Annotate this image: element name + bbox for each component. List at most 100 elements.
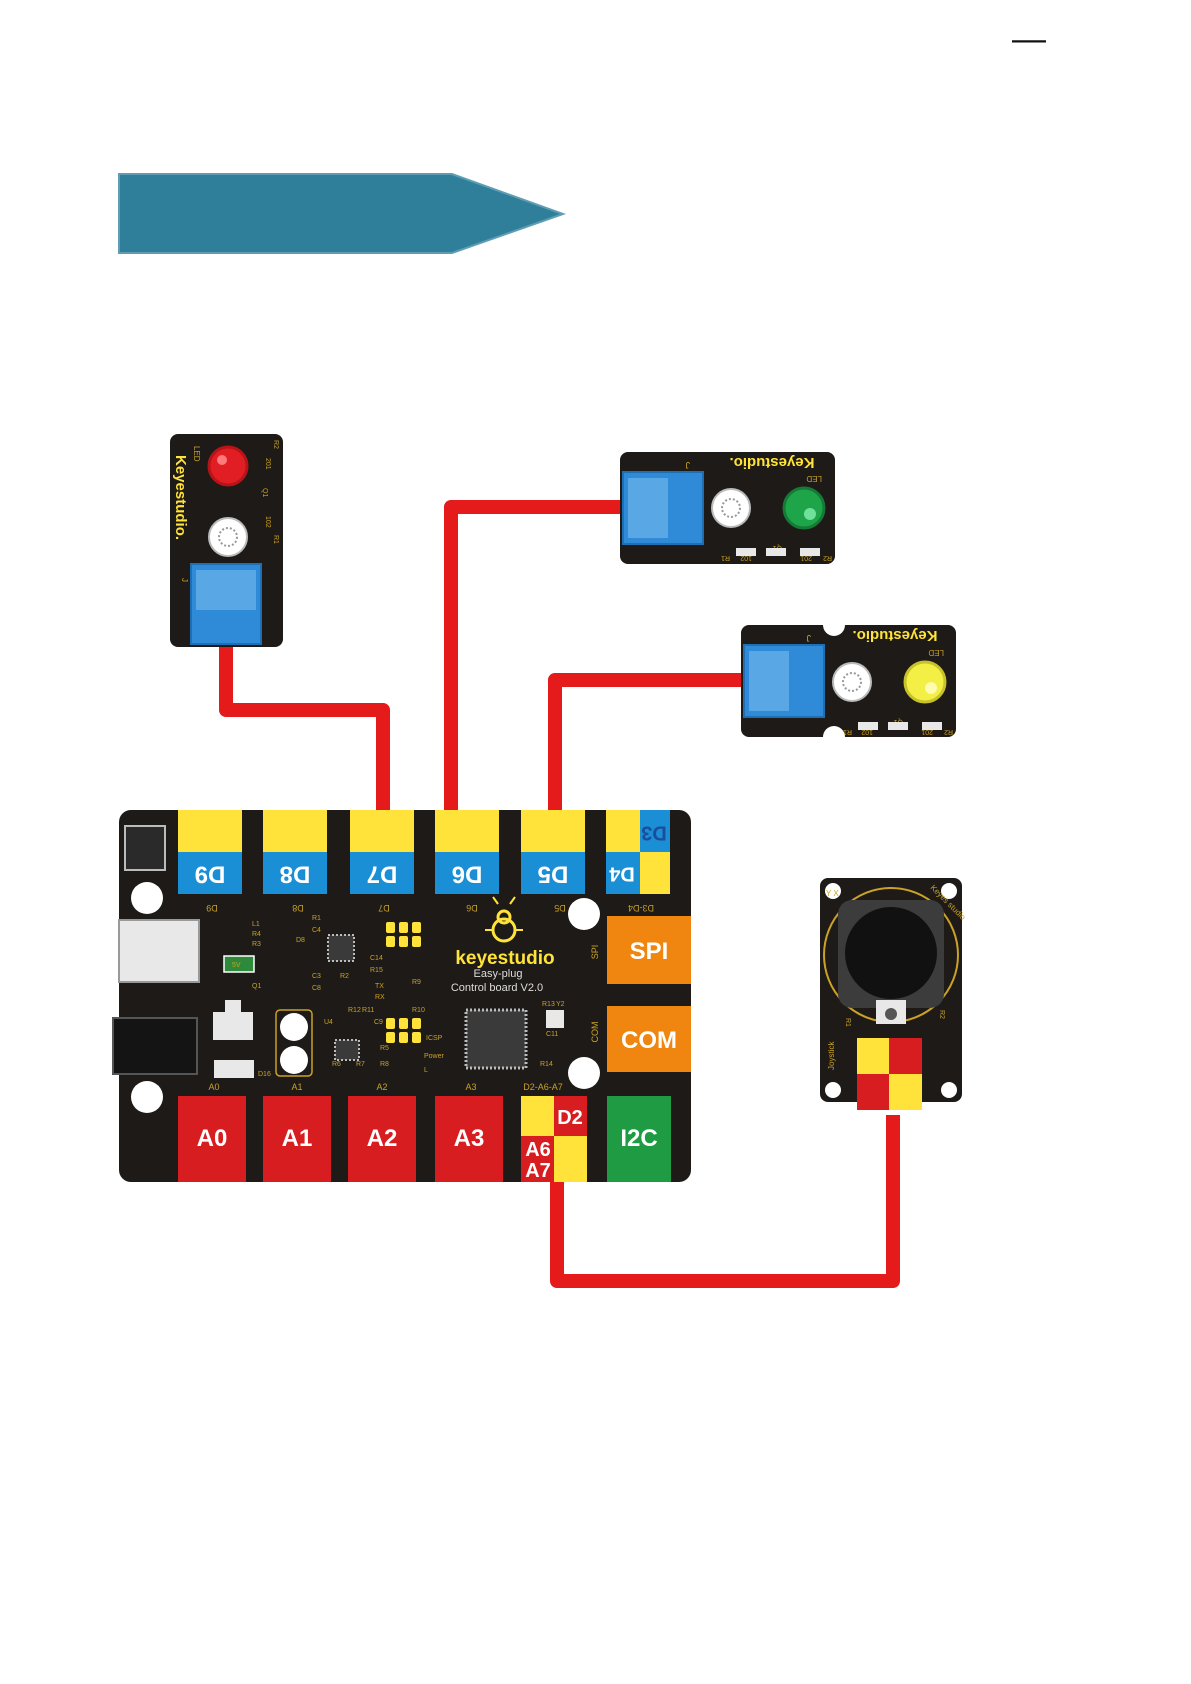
board-brand: keyestudio <box>455 948 554 969</box>
svg-text:R10: R10 <box>412 1007 425 1014</box>
led-yellow-icon <box>903 660 947 704</box>
port-label: A1 <box>282 1125 313 1152</box>
module-led-label: LED <box>928 648 944 657</box>
module-r1: R1 <box>843 728 852 735</box>
port-silk: D2-A6-A7 <box>523 1082 563 1092</box>
svg-text:R11: R11 <box>362 1007 374 1014</box>
port-silk: D8 <box>292 903 304 913</box>
port-a3: A3 A3 <box>435 1082 503 1182</box>
svg-text:C8: C8 <box>312 985 321 992</box>
module-q1: Q1 <box>261 488 268 497</box>
port-d2-a6-a7: D2 A6 A7 D2-A6-A7 <box>521 1082 587 1182</box>
board-pcb <box>119 810 691 1182</box>
svg-text:R8: R8 <box>380 1061 389 1068</box>
svg-text:ICSP: ICSP <box>426 1035 443 1042</box>
module-r2: R2 <box>944 728 953 735</box>
module-led-label: LED <box>192 446 201 462</box>
small-chip <box>334 1039 360 1061</box>
wire-red-led-to-d7 <box>219 640 390 818</box>
silk-d8-label: D8 <box>296 937 305 944</box>
port-a2: A2 A2 <box>348 1082 416 1182</box>
top-ports: D9 D9 D8 D8 D7 D7 D6 D6 <box>178 810 670 913</box>
svg-text:R14: R14 <box>540 1061 553 1068</box>
top-mark: — <box>1012 20 1046 58</box>
port-spi: SPI SPI <box>590 916 691 984</box>
bottom-ports: A0 A0 A1 A1 A2 A2 A3 A3 D2 <box>178 1082 587 1182</box>
wire-joystick-to-a6a7 <box>550 1115 900 1288</box>
module-led-label: LED <box>806 474 822 483</box>
port-label: A0 <box>197 1125 228 1152</box>
port-label-a6: A6 <box>525 1139 551 1161</box>
module-yellow-led: Keyestudio. LED J R1 102 Q1 201 R2 <box>741 614 956 748</box>
port-com: COM COM <box>590 1006 691 1072</box>
reset-button <box>124 825 166 871</box>
port-label: SPI <box>630 938 669 965</box>
module-q1: Q1 <box>773 544 782 551</box>
port-silk: D6 <box>466 903 478 913</box>
led-green-icon <box>782 486 826 530</box>
board-subtitle-2: Control board V2.0 <box>451 982 543 994</box>
port-silk: COM <box>590 1022 600 1043</box>
svg-text:RX: RX <box>375 994 385 1001</box>
port-d5: D5 D5 <box>521 810 585 913</box>
led-red-icon <box>207 445 249 487</box>
port-label: A2 <box>367 1125 398 1152</box>
header-pins-icsp <box>386 1018 421 1043</box>
module-r2: R2 <box>823 554 832 561</box>
port-d3-d4: D3 D4 D3-D4 <box>606 810 670 913</box>
port-d7: D7 D7 <box>350 810 414 913</box>
port-silk: D5 <box>554 903 566 913</box>
module-res-b: 201 <box>800 554 812 561</box>
module-r1: R1 <box>721 554 730 561</box>
joystick-knob-icon <box>845 907 937 999</box>
voltage-regulator <box>213 1012 253 1040</box>
svg-text:R12: R12 <box>348 1007 361 1014</box>
mount-hole <box>568 898 600 930</box>
port-a0: A0 A0 <box>178 1082 246 1182</box>
svg-text:L1: L1 <box>252 921 260 928</box>
port-silk: D3-D4 <box>628 903 654 913</box>
port-label: I2C <box>620 1125 657 1152</box>
main-chip <box>464 1008 528 1070</box>
usb-chip <box>327 934 355 962</box>
port-d8: D8 D8 <box>263 810 327 913</box>
port-d9: D9 D9 <box>178 810 242 913</box>
port-label: D5 <box>538 861 569 888</box>
module-green-led: Keyestudio. LED J R1 102 Q1 201 R2 <box>620 452 835 564</box>
port-silk: D9 <box>206 903 218 913</box>
svg-text:Power: Power <box>424 1053 445 1060</box>
module-brand: Keyestudio. <box>172 455 189 540</box>
port-silk: A0 <box>208 1082 219 1092</box>
wire-yellow-led-to-d5 <box>548 673 748 818</box>
usb-port <box>118 919 200 983</box>
svg-text:C9: C9 <box>374 1019 383 1026</box>
right-ports: SPI SPI COM COM I2C <box>590 916 691 1182</box>
svg-text:R15: R15 <box>370 967 383 974</box>
module-brand: Keyestudio. <box>729 454 814 471</box>
port-label-d4: D4 <box>608 863 634 885</box>
svg-text:C14: C14 <box>370 955 383 962</box>
port-silk: D7 <box>378 903 390 913</box>
port-label: D7 <box>367 861 398 888</box>
svg-text:R1: R1 <box>312 915 321 922</box>
module-red-led: Keyestudio. LED J R2 201 Q1 102 R1 <box>170 434 283 647</box>
port-label: D9 <box>195 861 226 888</box>
module-q1: Q1 <box>894 718 903 725</box>
port-a1: A1 A1 <box>263 1082 331 1182</box>
brand-logo <box>485 896 523 943</box>
port-d6: D6 D6 <box>435 810 499 913</box>
regulator-tab <box>225 1000 241 1012</box>
mount-hole <box>131 882 163 914</box>
joystick-side-label: Joystick <box>827 1041 836 1070</box>
port-i2c: I2C <box>607 1096 671 1182</box>
dc-jack <box>112 1017 198 1075</box>
header-pins-top <box>386 922 421 947</box>
mount-hole <box>568 1057 600 1089</box>
svg-text:Y2: Y2 <box>556 1001 565 1008</box>
module-r1: R1 <box>272 535 279 544</box>
port-label-d3: D3 <box>641 822 667 844</box>
wires <box>219 500 900 1288</box>
svg-text:TX: TX <box>375 983 384 990</box>
module-brand: Keyestudio. <box>852 627 937 644</box>
